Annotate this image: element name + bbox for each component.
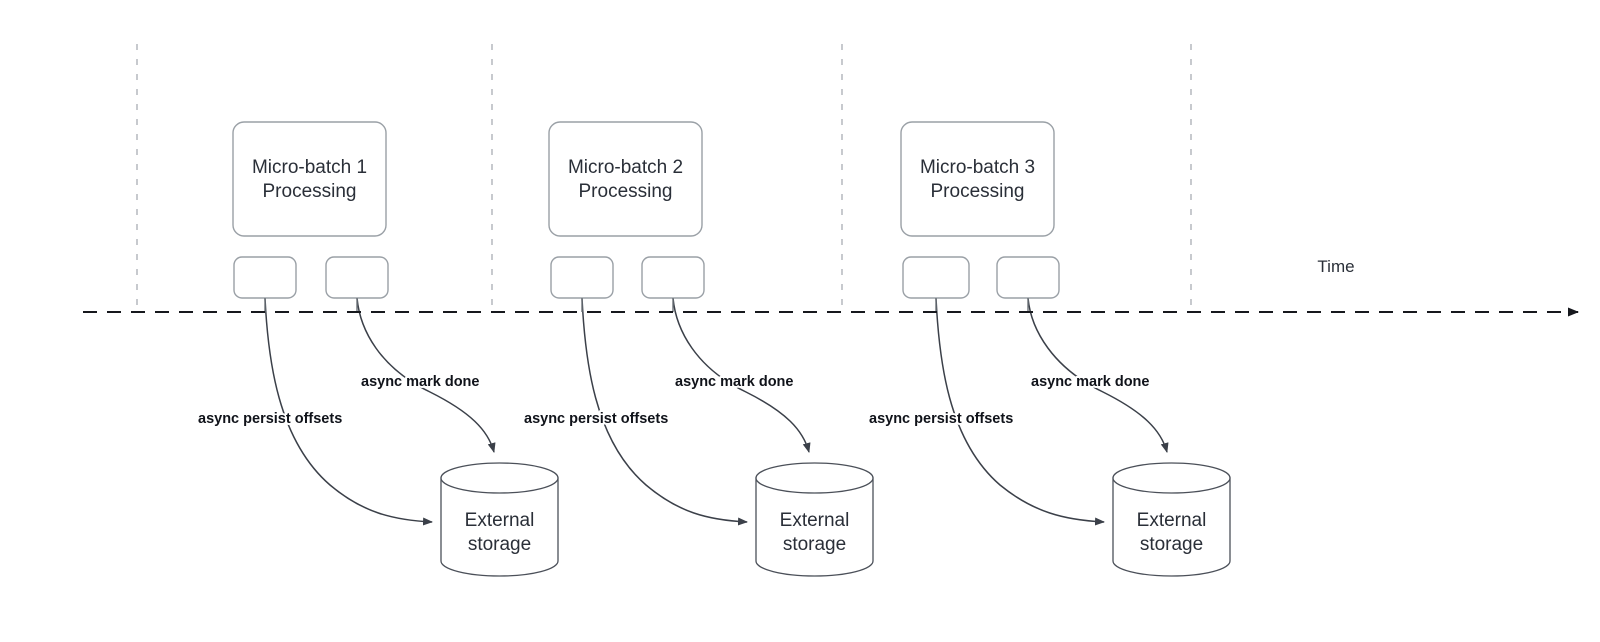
storage-label-line1: External xyxy=(465,510,535,531)
async-mark-done-label-halo: async mark done xyxy=(675,374,793,390)
storage-cylinder-body[interactable] xyxy=(440,477,559,577)
micro-batch-label-line1: Micro-batch 2 xyxy=(568,157,683,178)
tick-box-markdone[interactable] xyxy=(641,256,705,299)
async-persist-offsets-edge xyxy=(264,297,433,526)
micro-batch-label-line2: Processing xyxy=(579,181,673,202)
async-mark-done-edge xyxy=(672,297,811,453)
async-mark-done-edge xyxy=(1027,297,1169,453)
storage-cylinder-body[interactable] xyxy=(755,477,874,577)
storage-label-line1: External xyxy=(1137,510,1207,531)
micro-batch-label-line2: Processing xyxy=(263,181,357,202)
flow-edges xyxy=(264,297,1169,526)
storage-label-line2: storage xyxy=(468,534,531,555)
async-mark-done-label-halo: async mark done xyxy=(361,374,479,390)
tick-box-markdone[interactable] xyxy=(996,256,1060,299)
time-axis-label: Time xyxy=(1317,257,1354,276)
async-persist-offsets-edge xyxy=(935,297,1105,526)
async-persist-offsets-label-halo: async persist offsets xyxy=(524,411,668,427)
async-persist-offsets-label: async persist offsets xyxy=(198,411,342,427)
tick-box-offsets[interactable] xyxy=(902,256,970,299)
async-mark-done-label: async mark done xyxy=(675,374,793,390)
storage-cylinder-top xyxy=(755,462,874,494)
micro-batch-label-line1: Micro-batch 1 xyxy=(252,157,367,178)
async-persist-offsets-label: async persist offsets xyxy=(869,411,1013,427)
storage-label-line2: storage xyxy=(1140,534,1203,555)
async-persist-offsets-label-halo: async persist offsets xyxy=(198,411,342,427)
async-mark-done-label: async mark done xyxy=(1031,374,1149,390)
async-mark-done-edge xyxy=(356,297,496,453)
micro-batch-label-line2: Processing xyxy=(931,181,1025,202)
async-persist-offsets-edge xyxy=(581,297,748,526)
storage-label-line2: storage xyxy=(783,534,846,555)
edge-labels: async persist offsets async persist offse… xyxy=(196,372,1151,429)
storage-cylinder-top xyxy=(440,462,559,494)
async-mark-done-label-halo: async mark done xyxy=(1031,374,1149,390)
micro-batch-box[interactable] xyxy=(548,121,703,237)
storage-cylinder-top xyxy=(1112,462,1231,494)
async-persist-offsets-label: async persist offsets xyxy=(524,411,668,427)
micro-batch-box[interactable] xyxy=(232,121,387,237)
async-mark-done-label: async mark done xyxy=(361,374,479,390)
micro-batch-box[interactable] xyxy=(900,121,1055,237)
async-persist-offsets-label-halo: async persist offsets xyxy=(869,411,1013,427)
tick-box-markdone[interactable] xyxy=(325,256,389,299)
tick-box-offsets[interactable] xyxy=(550,256,614,299)
micro-batch-label-line1: Micro-batch 3 xyxy=(920,157,1035,178)
storage-cylinder-body[interactable] xyxy=(1112,477,1231,577)
tick-box-offsets[interactable] xyxy=(233,256,297,299)
storage-label-line1: External xyxy=(780,510,850,531)
